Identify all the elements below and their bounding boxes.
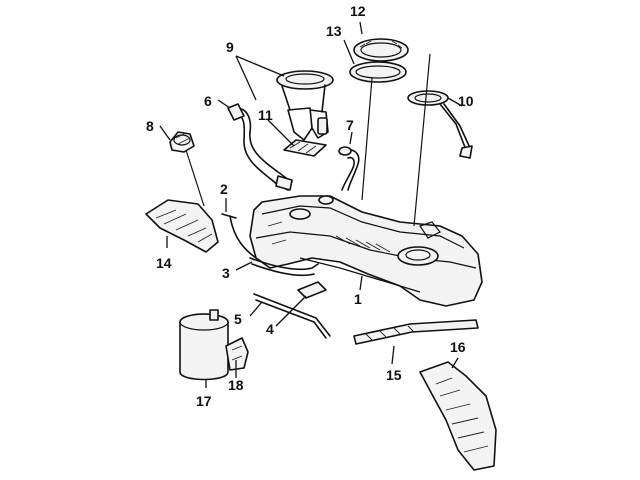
callout-18: 18	[228, 377, 244, 393]
part-6-filler-hose	[227, 103, 293, 191]
callout-11: 11	[258, 107, 273, 123]
callout-12: 12	[350, 3, 366, 19]
callout-16: 16	[450, 339, 466, 355]
reference-lines	[185, 53, 431, 227]
part-18-canister-bracket	[225, 337, 249, 371]
callout-15: 15	[386, 367, 402, 383]
callout-2: 2	[220, 181, 228, 197]
part-16-splash-shield	[419, 361, 497, 471]
callout-14: 14	[156, 255, 172, 271]
callout-6: 6	[204, 93, 212, 109]
part-1-fuel-tank	[249, 195, 483, 307]
part-7-vent-hose	[338, 146, 360, 191]
part-8-filler-cap	[169, 131, 195, 153]
callout-labels: 12 13 9 10 6 11 8 7 2 14 3 1 5 4 16 15 1…	[146, 3, 474, 409]
callout-3: 3	[222, 265, 230, 281]
part-10-sending-unit	[407, 90, 473, 159]
callout-10: 10	[458, 93, 474, 109]
part-3-tank-strap	[249, 257, 319, 277]
callout-7: 7	[346, 117, 354, 133]
callout-8: 8	[146, 118, 154, 134]
callout-4: 4	[266, 321, 274, 337]
callout-1: 1	[354, 291, 362, 307]
callout-17: 17	[196, 393, 212, 409]
leader-lines	[159, 21, 463, 388]
part-13-seal-ring	[349, 61, 407, 83]
part-9-fuel-pump-module	[276, 70, 334, 141]
part-14-heat-shield	[145, 199, 219, 253]
part-12-lock-ring	[353, 38, 409, 62]
part-15-filler-neck	[353, 319, 479, 345]
callout-5: 5	[234, 311, 242, 327]
callout-9: 9	[226, 39, 234, 55]
part-2-strap-bolt	[221, 213, 263, 263]
callout-13: 13	[326, 23, 342, 39]
part-4-insulator	[297, 281, 327, 299]
part-17-vapor-canister	[179, 309, 229, 381]
part-5-long-strap	[253, 293, 331, 339]
